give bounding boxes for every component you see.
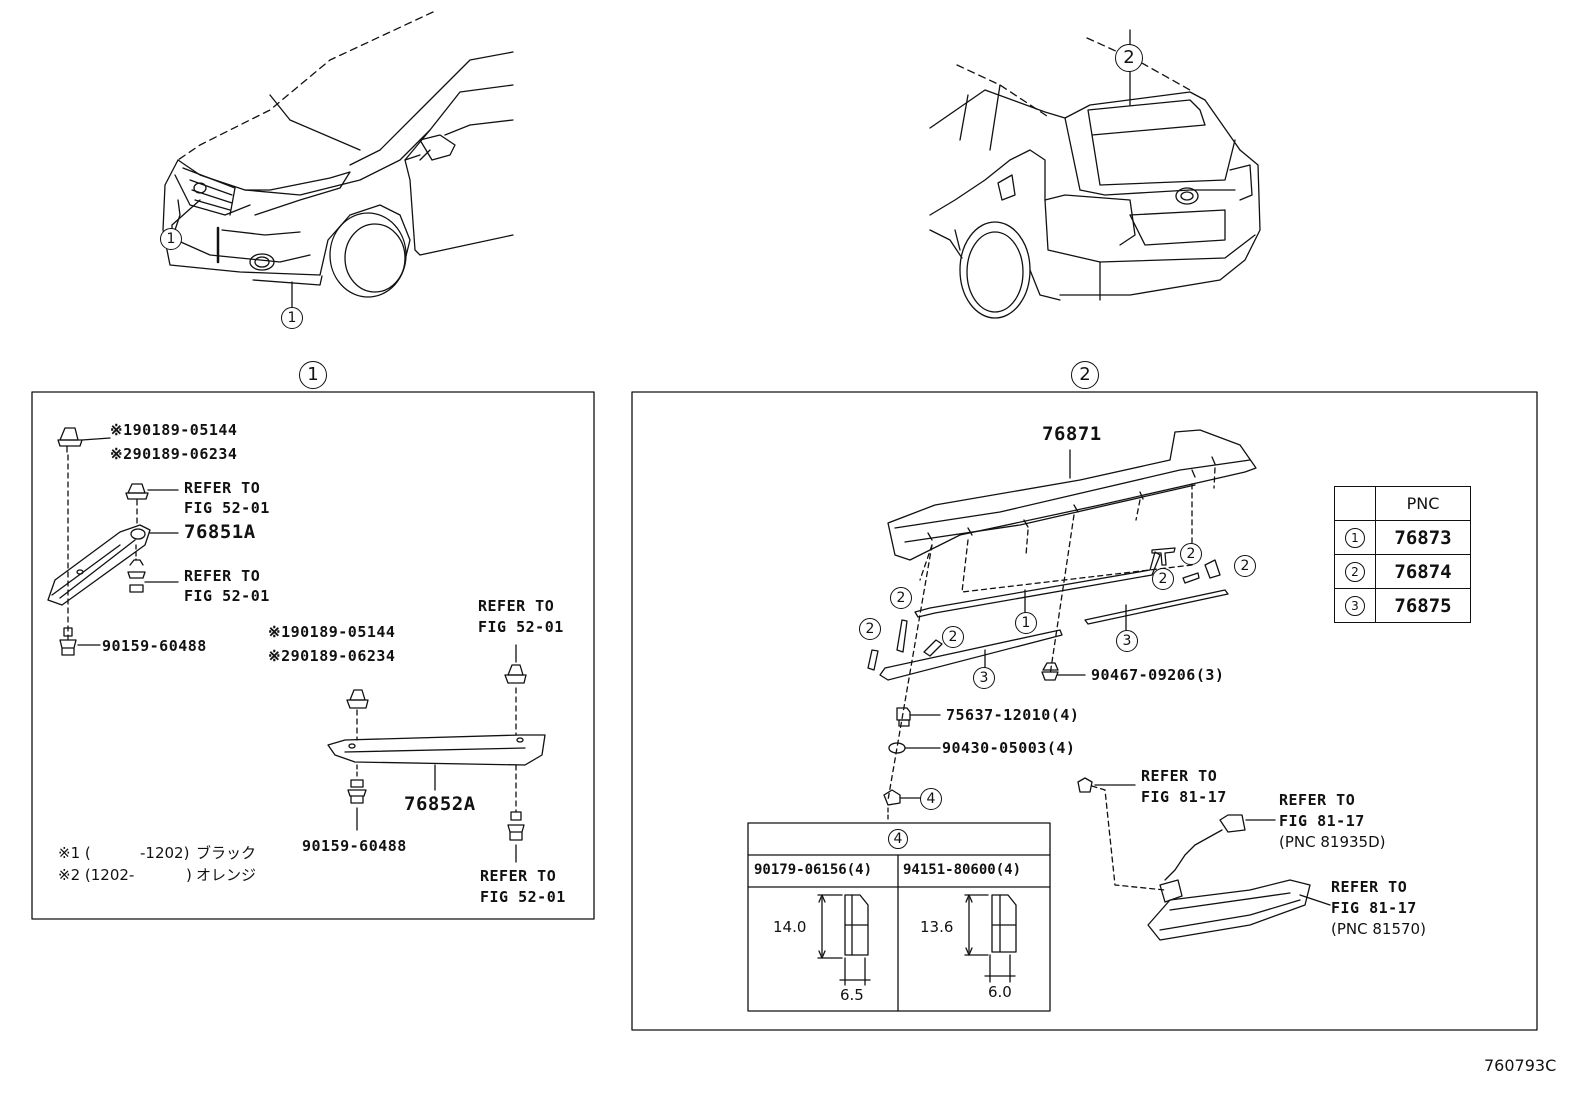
refer-label-7a: REFER TO — [1331, 878, 1408, 896]
part-label-clip-a2: ※290189-06234 — [110, 445, 238, 463]
nut-table-header-mark: 4 — [888, 829, 908, 849]
note-1-color: ブラック — [196, 844, 257, 862]
figure-id: 760793C — [1484, 1056, 1557, 1075]
nut-1-height: 14.0 — [773, 918, 807, 936]
nut-1-width: 6.5 — [840, 986, 864, 1004]
pnc-mark-1: 1 — [1345, 528, 1365, 548]
pnc-mark-3: 3 — [1345, 596, 1365, 616]
pnc-table-row: 1 76873 — [1334, 520, 1471, 555]
part-label-76851a: 76851A — [184, 521, 256, 543]
refer-label-3b: FIG 52-01 — [478, 618, 564, 636]
pnc-table-mark: 1 — [1334, 520, 1376, 555]
part-label-76852a: 76852A — [404, 793, 476, 815]
panel-1-frame — [31, 391, 595, 920]
front-car-illustration — [162, 11, 514, 309]
callout-2-tape-d: 2 — [1152, 568, 1174, 590]
refer-label-6a: REFER TO — [1279, 791, 1356, 809]
nut-table-col1-part: 90179-06156(4) — [754, 862, 873, 878]
panel-2-heading: 2 — [1071, 361, 1099, 389]
callout-2-tape-b: 2 — [859, 618, 881, 640]
panel-1-heading: 1 — [299, 361, 327, 389]
callout-1-front-left: 1 — [160, 228, 182, 250]
refer-label-6b: FIG 81-17 — [1279, 812, 1365, 830]
nut-table-col2-part: 94151-80600(4) — [903, 862, 1022, 878]
callout-1-front-bottom: 1 — [281, 307, 303, 329]
note-2-prefix: ※2 (1202- — [58, 866, 135, 884]
pnc-table-value-76873: 76873 — [1375, 520, 1471, 555]
refer-label-5a: REFER TO — [1141, 767, 1218, 785]
pnc-label-81935d: (PNC 81935D) — [1279, 833, 1386, 851]
panel-2-drawings — [867, 429, 1331, 941]
part-label-bolt-mid: 90159-60488 — [302, 837, 407, 855]
refer-label-4a: REFER TO — [480, 867, 557, 885]
note-2-color: オレンジ — [196, 866, 257, 884]
callout-3-molding-right: 3 — [1116, 630, 1138, 652]
panel-1-drawings — [47, 427, 546, 863]
part-label-bolt-left: 90159-60488 — [102, 637, 207, 655]
refer-label-4b: FIG 52-01 — [480, 888, 566, 906]
nut-2-width: 6.0 — [988, 983, 1012, 1001]
pnc-mark-2: 2 — [1345, 562, 1365, 582]
pnc-table-header-blank — [1334, 486, 1376, 521]
callout-3-molding-left: 3 — [973, 667, 995, 689]
callout-2-rear: 2 — [1115, 44, 1143, 72]
callout-2-tape-f: 2 — [1234, 555, 1256, 577]
pnc-table-mark: 3 — [1334, 588, 1376, 623]
pnc-table-value-76874: 76874 — [1375, 554, 1471, 589]
callout-1-molding: 1 — [1015, 612, 1037, 634]
part-label-75637: 75637-12010(4) — [946, 706, 1080, 724]
refer-label-7b: FIG 81-17 — [1331, 899, 1417, 917]
rear-car-illustration — [929, 29, 1261, 319]
refer-label-2b: FIG 52-01 — [184, 587, 270, 605]
pnc-table-row: 3 76875 — [1334, 588, 1471, 623]
panel-2-frame — [631, 391, 1538, 1031]
pnc-table-header-row: PNC — [1334, 486, 1471, 521]
callout-2-tape-c: 2 — [942, 626, 964, 648]
callout-4-nut: 4 — [920, 788, 942, 810]
part-label-90467: 90467-09206(3) — [1091, 666, 1225, 684]
refer-label-5b: FIG 81-17 — [1141, 788, 1227, 806]
pnc-table-header: PNC — [1375, 486, 1471, 521]
note-1-prefix: ※1 ( — [58, 844, 91, 862]
part-label-clip-a1: ※190189-05144 — [110, 421, 238, 439]
pnc-table-row: 2 76874 — [1334, 554, 1471, 589]
pnc-label-81570: (PNC 81570) — [1331, 920, 1426, 938]
pnc-table: PNC 1 76873 2 76874 3 76875 — [1334, 486, 1471, 623]
part-label-90430: 90430-05003(4) — [942, 739, 1076, 757]
pnc-table-mark: 2 — [1334, 554, 1376, 589]
note-2-range: ) — [186, 866, 192, 884]
part-label-clip-b1: ※190189-05144 — [268, 623, 396, 641]
refer-label-1b: FIG 52-01 — [184, 499, 270, 517]
refer-label-1a: REFER TO — [184, 479, 261, 497]
nut-2-height: 13.6 — [920, 918, 954, 936]
note-1-range: -1202) — [140, 844, 190, 862]
callout-2-tape-e: 2 — [1180, 543, 1202, 565]
nut-table-drawings — [747, 822, 1051, 1012]
part-label-clip-b2: ※290189-06234 — [268, 647, 396, 665]
refer-label-3a: REFER TO — [478, 597, 555, 615]
callout-2-tape-a: 2 — [890, 587, 912, 609]
pnc-table-value-76875: 76875 — [1375, 588, 1471, 623]
refer-label-2a: REFER TO — [184, 567, 261, 585]
part-label-76871: 76871 — [1042, 423, 1102, 445]
